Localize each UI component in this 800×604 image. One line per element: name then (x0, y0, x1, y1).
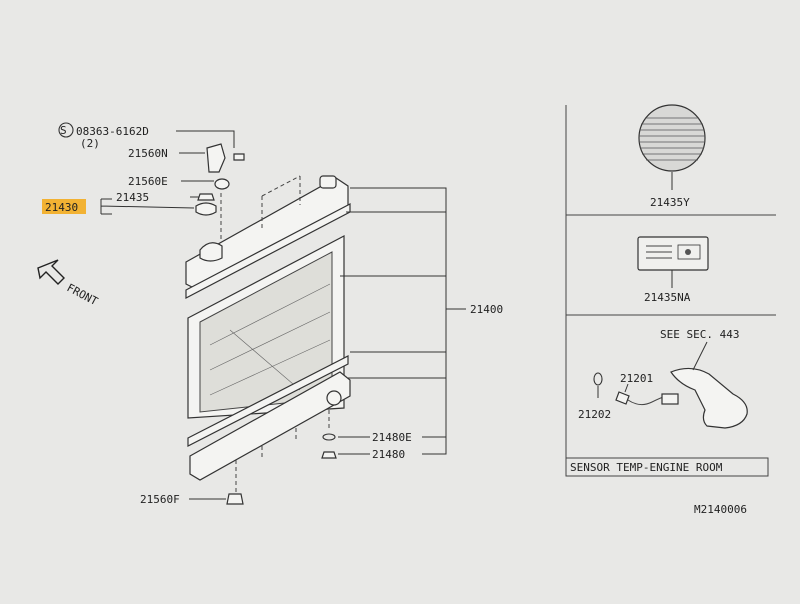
label-round-label: 21435Y (650, 196, 690, 209)
upper-mount-icon (42, 122, 245, 240)
lower-tank-icon (189, 371, 351, 481)
screw-symbol: S (60, 124, 67, 137)
bracket-icon (206, 143, 226, 173)
label-cap: 21435 (116, 191, 149, 204)
label-screw-qty: (2) (80, 137, 100, 150)
label-front: FRONT (65, 281, 101, 308)
round-label-icon (638, 104, 706, 190)
screw-symbol-icon (58, 122, 74, 138)
label-sensor: 21201 (620, 372, 653, 385)
caution-label-icon (637, 236, 709, 288)
washer-icon (593, 372, 603, 386)
label-washer: 21202 (578, 408, 611, 421)
label-drain-washer: 21480E (372, 431, 412, 444)
drain-washer-icon (322, 433, 336, 441)
label-mount-upper: 21560E (128, 175, 168, 188)
temp-sensor-icon (593, 341, 748, 429)
radiator-cap-icon (195, 202, 217, 216)
label-diagram-code: M2140006 (694, 503, 747, 516)
label-cap-assy: 21430 (45, 201, 78, 214)
radiator-leaders (340, 187, 466, 450)
label-see-sec: SEE SEC. 443 (660, 328, 739, 341)
radiator-icon (185, 175, 351, 492)
inset-panel (565, 105, 776, 477)
lower-mount-icon (189, 493, 244, 505)
cap-assy-highlight (42, 199, 86, 214)
lower-seal-icon (187, 355, 349, 447)
mount-rubber-icon (214, 178, 230, 190)
drain-plug-icon (321, 410, 447, 459)
label-mount-lower: 21560F (140, 493, 180, 506)
label-screw: 08363-6162D (76, 125, 149, 138)
label-radiator: 21400 (470, 303, 503, 316)
front-arrow-icon (37, 259, 65, 285)
label-sensor-box-title: SENSOR TEMP-ENGINE ROOM (570, 461, 723, 474)
label-bracket: 21560N (128, 147, 168, 160)
label-drain-plug: 21480 (372, 448, 405, 461)
label-caution-label: 21435NA (644, 291, 691, 304)
sensor-box-frame (565, 457, 769, 477)
